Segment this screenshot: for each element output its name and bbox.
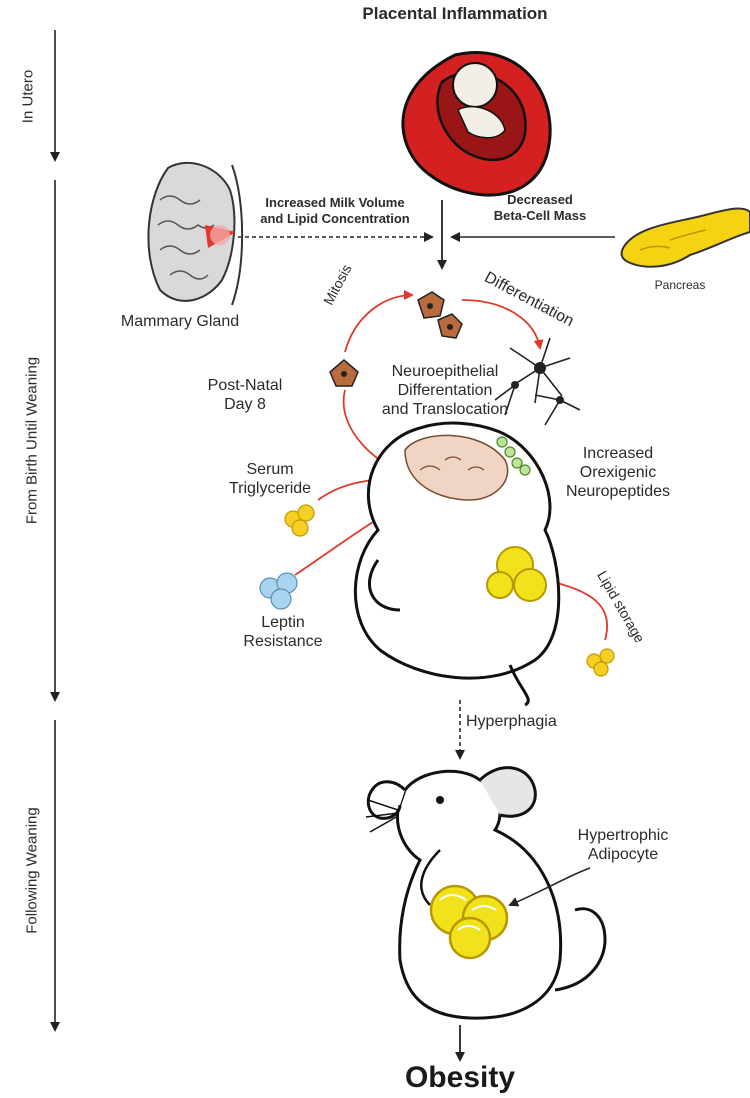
mammary-gland-label: Mammary Gland xyxy=(105,312,255,331)
phase-label-following-weaning: Following Weaning xyxy=(24,801,41,941)
phase-label-in-utero: In Utero xyxy=(20,67,37,127)
milk-label: Increased Milk Volume and Lipid Concentr… xyxy=(235,195,435,226)
lipid-droplets xyxy=(587,649,614,676)
leptin-resistance-label: Leptin Resistance xyxy=(228,613,338,651)
pancreas-label: Pancreas xyxy=(640,278,720,292)
serum-triglyceride-droplets xyxy=(285,505,314,536)
adult-mouse-illustration xyxy=(366,768,605,1018)
mitosis-arrow xyxy=(345,295,412,352)
beta-cell-label: Decreased Beta-Cell Mass xyxy=(470,192,610,223)
serum-triglyceride-label: Serum Triglyceride xyxy=(205,460,335,498)
placenta-illustration xyxy=(403,52,550,195)
mammary-gland-illustration xyxy=(148,163,242,305)
orexigenic-label: Increased Orexigenic Neuropeptides xyxy=(548,444,688,502)
placental-inflammation-label: Placental Inflammation xyxy=(345,4,565,24)
neuroepithelial-label: Neuroepithelial Differentation and Trans… xyxy=(360,362,530,420)
postnatal-day-label: Post-Natal Day 8 xyxy=(190,376,300,414)
pancreas-illustration xyxy=(622,209,750,267)
leptin-droplets xyxy=(260,573,297,609)
hyperphagia-label: Hyperphagia xyxy=(466,712,557,731)
obesity-label: Obesity xyxy=(370,1060,550,1096)
pup-illustration xyxy=(355,423,558,705)
hypertrophic-adipocyte-label: Hypertrophic Adipocyte xyxy=(548,826,698,864)
phase-label-birth-weaning: From Birth Until Weaning xyxy=(24,341,41,541)
